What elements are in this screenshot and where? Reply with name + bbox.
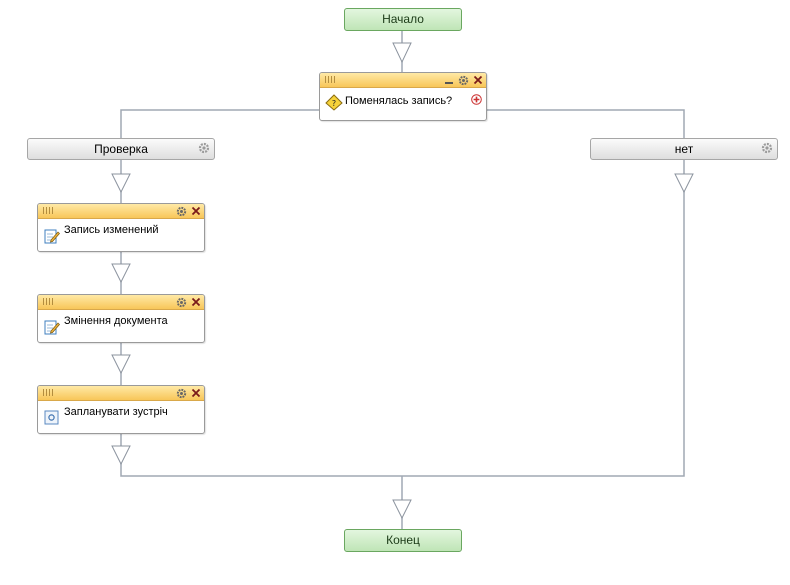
drag-handle-icon[interactable] [43,207,55,214]
drag-handle-icon[interactable] [43,298,55,305]
drag-handle-icon[interactable] [43,389,55,396]
close-icon[interactable] [473,75,483,85]
gear-icon[interactable] [198,142,210,154]
flow-arrow [111,263,131,284]
start-label: Начало [382,12,424,26]
gear-icon[interactable] [176,388,187,399]
branch-net[interactable]: нет [590,138,778,160]
flow-arrow [392,42,412,64]
condition-label: Поменялась запись? [345,95,453,107]
svg-text:?: ? [332,99,336,108]
action-label: Запись изменений [64,224,159,236]
flow-arrow [111,173,131,194]
card-header[interactable] [38,204,204,219]
flow-arrow [111,354,131,375]
start-node[interactable]: Начало [344,8,462,31]
action-card-record-changes[interactable]: Запись изменений [37,203,205,252]
close-icon[interactable] [191,297,201,307]
close-icon[interactable] [191,388,201,398]
gear-icon[interactable] [458,75,469,86]
card-header[interactable] [320,73,486,88]
end-node[interactable]: Конец [344,529,462,552]
branch-proverka[interactable]: Проверка [27,138,215,160]
minimize-icon[interactable] [444,75,454,85]
flow-arrow [111,445,131,466]
card-header[interactable] [38,295,204,310]
gear-icon[interactable] [176,206,187,217]
gear-icon[interactable] [176,297,187,308]
edit-record-icon [44,229,60,244]
condition-card[interactable]: ? Поменялась запись? [319,72,487,121]
gear-icon[interactable] [761,142,773,154]
decision-icon: ? [325,94,343,111]
branch-label: Проверка [94,142,148,156]
action-card-edit-document[interactable]: Змінення документа [37,294,205,343]
flow-arrow [392,499,412,520]
action-card-schedule-meeting[interactable]: Запланувати зустріч [37,385,205,434]
end-label: Конец [386,533,420,547]
action-label: Змінення документа [64,315,168,327]
card-header[interactable] [38,386,204,401]
close-icon[interactable] [191,206,201,216]
schedule-meeting-icon [44,410,59,425]
action-label: Запланувати зустріч [64,406,168,418]
edit-document-icon [44,320,60,335]
drag-handle-icon[interactable] [325,76,337,83]
flow-arrow [674,173,694,194]
branch-label: нет [674,142,694,156]
add-branch-icon[interactable] [471,94,482,105]
